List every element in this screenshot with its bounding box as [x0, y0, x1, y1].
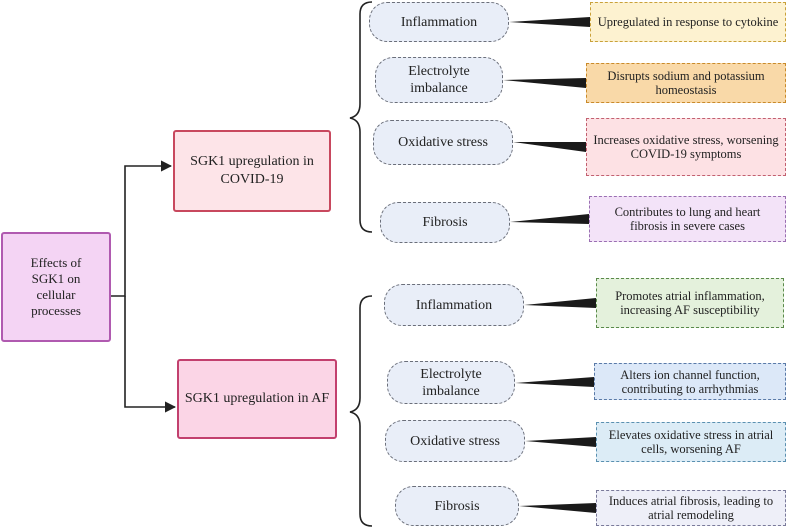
effect-box: Alters ion channel function, contributin…	[594, 363, 786, 400]
wedge-connector	[510, 214, 589, 224]
effect-box: Disrupts sodium and potassium homeostasi…	[586, 63, 786, 103]
branch-covid-label: SGK1 upregulation in COVID-19	[190, 154, 314, 187]
effect-box: Upregulated in response to cytokine	[590, 2, 786, 42]
effect-box: Induces atrial fibrosis, leading to atri…	[596, 490, 786, 526]
effect-label: Increases oxidative stress, worsening CO…	[593, 133, 779, 161]
process-pill: Electrolyte imbalance	[387, 361, 515, 404]
root-label: Effects of SGK1 on cellular processes	[30, 255, 82, 318]
branch-af: SGK1 upregulation in AF	[177, 359, 337, 439]
process-label: Oxidative stress	[410, 433, 500, 449]
process-label: Oxidative stress	[398, 135, 488, 150]
effect-box: Contributes to lung and heart fibrosis i…	[589, 196, 786, 242]
effect-label: Alters ion channel function, contributin…	[620, 367, 760, 396]
process-label: Fibrosis	[422, 215, 468, 230]
af-brace	[349, 295, 373, 527]
process-pill: Inflammation	[369, 2, 509, 42]
root-connector	[111, 160, 173, 297]
process-pill: Fibrosis	[395, 486, 519, 526]
wedge-connector	[515, 377, 594, 387]
process-pill: Inflammation	[384, 284, 524, 326]
branch-covid: SGK1 upregulation in COVID-19	[173, 130, 331, 212]
effect-label: Upregulated in response to cytokine	[597, 15, 779, 29]
process-pill: Oxidative stress	[385, 420, 525, 462]
process-pill: Electrolyte imbalance	[375, 57, 503, 103]
effect-label: Contributes to lung and heart fibrosis i…	[614, 205, 761, 233]
branch-af-label: SGK1 upregulation in AF	[184, 391, 330, 406]
process-pill: Fibrosis	[380, 202, 510, 243]
wedge-connector	[519, 503, 596, 513]
process-label: Electrolyte imbalance	[420, 366, 482, 399]
root-node: Effects of SGK1 on cellular processes	[1, 232, 111, 342]
process-pill: Oxidative stress	[373, 120, 513, 165]
wedge-connector	[503, 78, 586, 88]
process-label: Electrolyte imbalance	[408, 64, 470, 96]
effect-box: Promotes atrial inflammation, increasing…	[596, 278, 784, 328]
root-connector-af	[124, 296, 177, 413]
effect-label: Induces atrial fibrosis, leading to atri…	[608, 494, 774, 522]
effect-box: Elevates oxidative stress in atrial cell…	[596, 422, 786, 462]
process-label: Fibrosis	[434, 498, 480, 514]
effect-label: Disrupts sodium and potassium homeostasi…	[607, 69, 765, 97]
effect-label: Elevates oxidative stress in atrial cell…	[608, 428, 774, 456]
wedge-connector	[509, 17, 590, 27]
wedge-connector	[524, 298, 596, 308]
covid-brace	[349, 1, 373, 233]
effect-box: Increases oxidative stress, worsening CO…	[586, 118, 786, 176]
effect-label: Promotes atrial inflammation, increasing…	[615, 289, 765, 317]
process-label: Inflammation	[415, 297, 493, 313]
wedge-connector	[513, 142, 586, 152]
process-label: Inflammation	[400, 14, 478, 30]
wedge-connector	[525, 437, 596, 447]
